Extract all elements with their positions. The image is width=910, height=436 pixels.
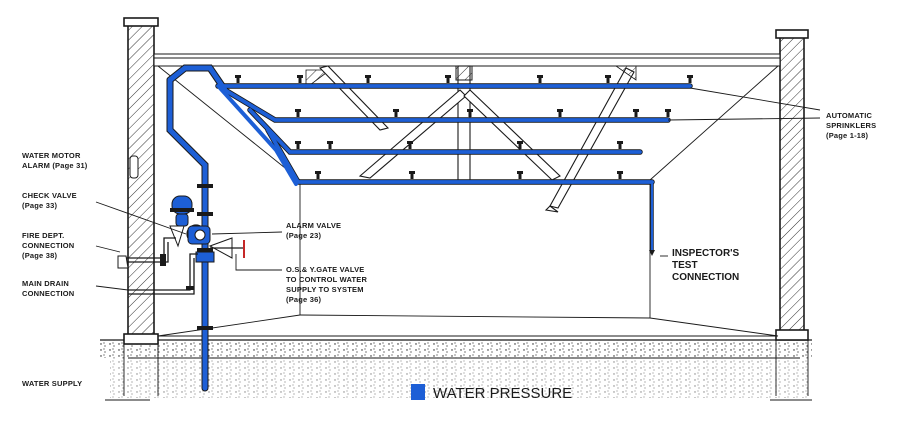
sprinkler-heads [235,75,693,179]
svg-text:CHECK VALVE(Page 33): CHECK VALVE(Page 33) [22,191,77,210]
label-line: TO CONTROL WATER [286,275,367,284]
label-line: (Page 23) [286,231,321,240]
label-line: MAIN DRAIN [22,279,69,288]
label-line: CONNECTION [22,241,74,250]
pipework [166,64,693,392]
feed-main [167,65,228,93]
sprinkler-head-icon [365,75,371,83]
sprinkler-head-icon [393,109,399,117]
label-line: CONNECTION [672,272,739,283]
sprinkler-head-icon [297,75,303,83]
legend-swatch [411,384,425,400]
ground [100,339,812,401]
label-fire-dept-connection: FIRE DEPT.CONNECTION(Page 38) [22,231,74,260]
label-alarm-valve: ALARM VALVE(Page 23) [286,221,341,240]
label-line: CHECK VALVE [22,191,77,200]
label-line: WATER MOTOR [22,151,81,160]
sprinkler-head-icon [617,171,623,179]
sprinkler-head-icon [407,141,413,149]
sprinkler-head-icon [445,75,451,83]
label-line: ALARM VALVE [286,221,341,230]
svg-text:FIRE DEPT.CONNECTION(Page 38): FIRE DEPT.CONNECTION(Page 38) [22,231,74,260]
label-line: FIRE DEPT. [22,231,64,240]
leader-lines [95,87,821,291]
label-line: CONNECTION [22,289,74,298]
sprinkler-head-icon [327,141,333,149]
label-line: (Page 36) [286,295,321,304]
legend: WATER PRESSURE [411,384,572,402]
sprinkler-head-icon [235,75,241,83]
sprinkler-head-icon [315,171,321,179]
branch-line-4 [266,128,654,184]
label-line: TEST [672,260,698,271]
label-check-valve: CHECK VALVE(Page 33) [22,191,77,210]
sprinkler-head-icon [467,109,473,117]
sprinkler-head-icon [557,109,563,117]
roof-beams [305,65,637,213]
svg-text:ALARM VALVE(Page 23): ALARM VALVE(Page 23) [286,221,341,240]
sprinkler-head-icon [605,75,611,83]
label-line: AUTOMATIC [826,111,872,120]
sprinkler-head-icon [665,109,671,117]
valve-assembly [117,155,655,330]
left-wall [123,17,159,396]
roof [153,53,781,67]
label-line: SPRINKLERS [826,121,876,130]
label-line: SUPPLY TO SYSTEM [286,285,364,294]
branch-line-2 [223,88,670,122]
water-supply-text: WATER SUPPLY [22,379,82,388]
right-wall [775,29,809,396]
legend-label: WATER PRESSURE [433,385,572,402]
sprinkler-head-icon [517,171,523,179]
label-line: (Page 1-18) [826,131,869,140]
sprinkler-head-icon [633,109,639,117]
sprinkler-head-icon [409,171,415,179]
label-line: ALARM (Page 31) [22,161,88,170]
label-line: (Page 38) [22,251,57,260]
branch-line-3 [248,108,642,154]
riser-pipe [167,77,208,391]
sprinkler-head-icon [617,141,623,149]
label-line: (Page 33) [22,201,57,210]
sprinkler-head-icon [517,141,523,149]
sprinkler-head-icon [295,109,301,117]
label-water-supply: WATER SUPPLY [22,379,82,388]
label-line: O.S.& Y.GATE VALVE [286,265,364,274]
label-line: INSPECTOR'S [672,248,740,259]
sprinkler-head-icon [537,75,543,83]
sprinkler-head-icon [687,75,693,83]
sprinkler-head-icon [295,141,301,149]
